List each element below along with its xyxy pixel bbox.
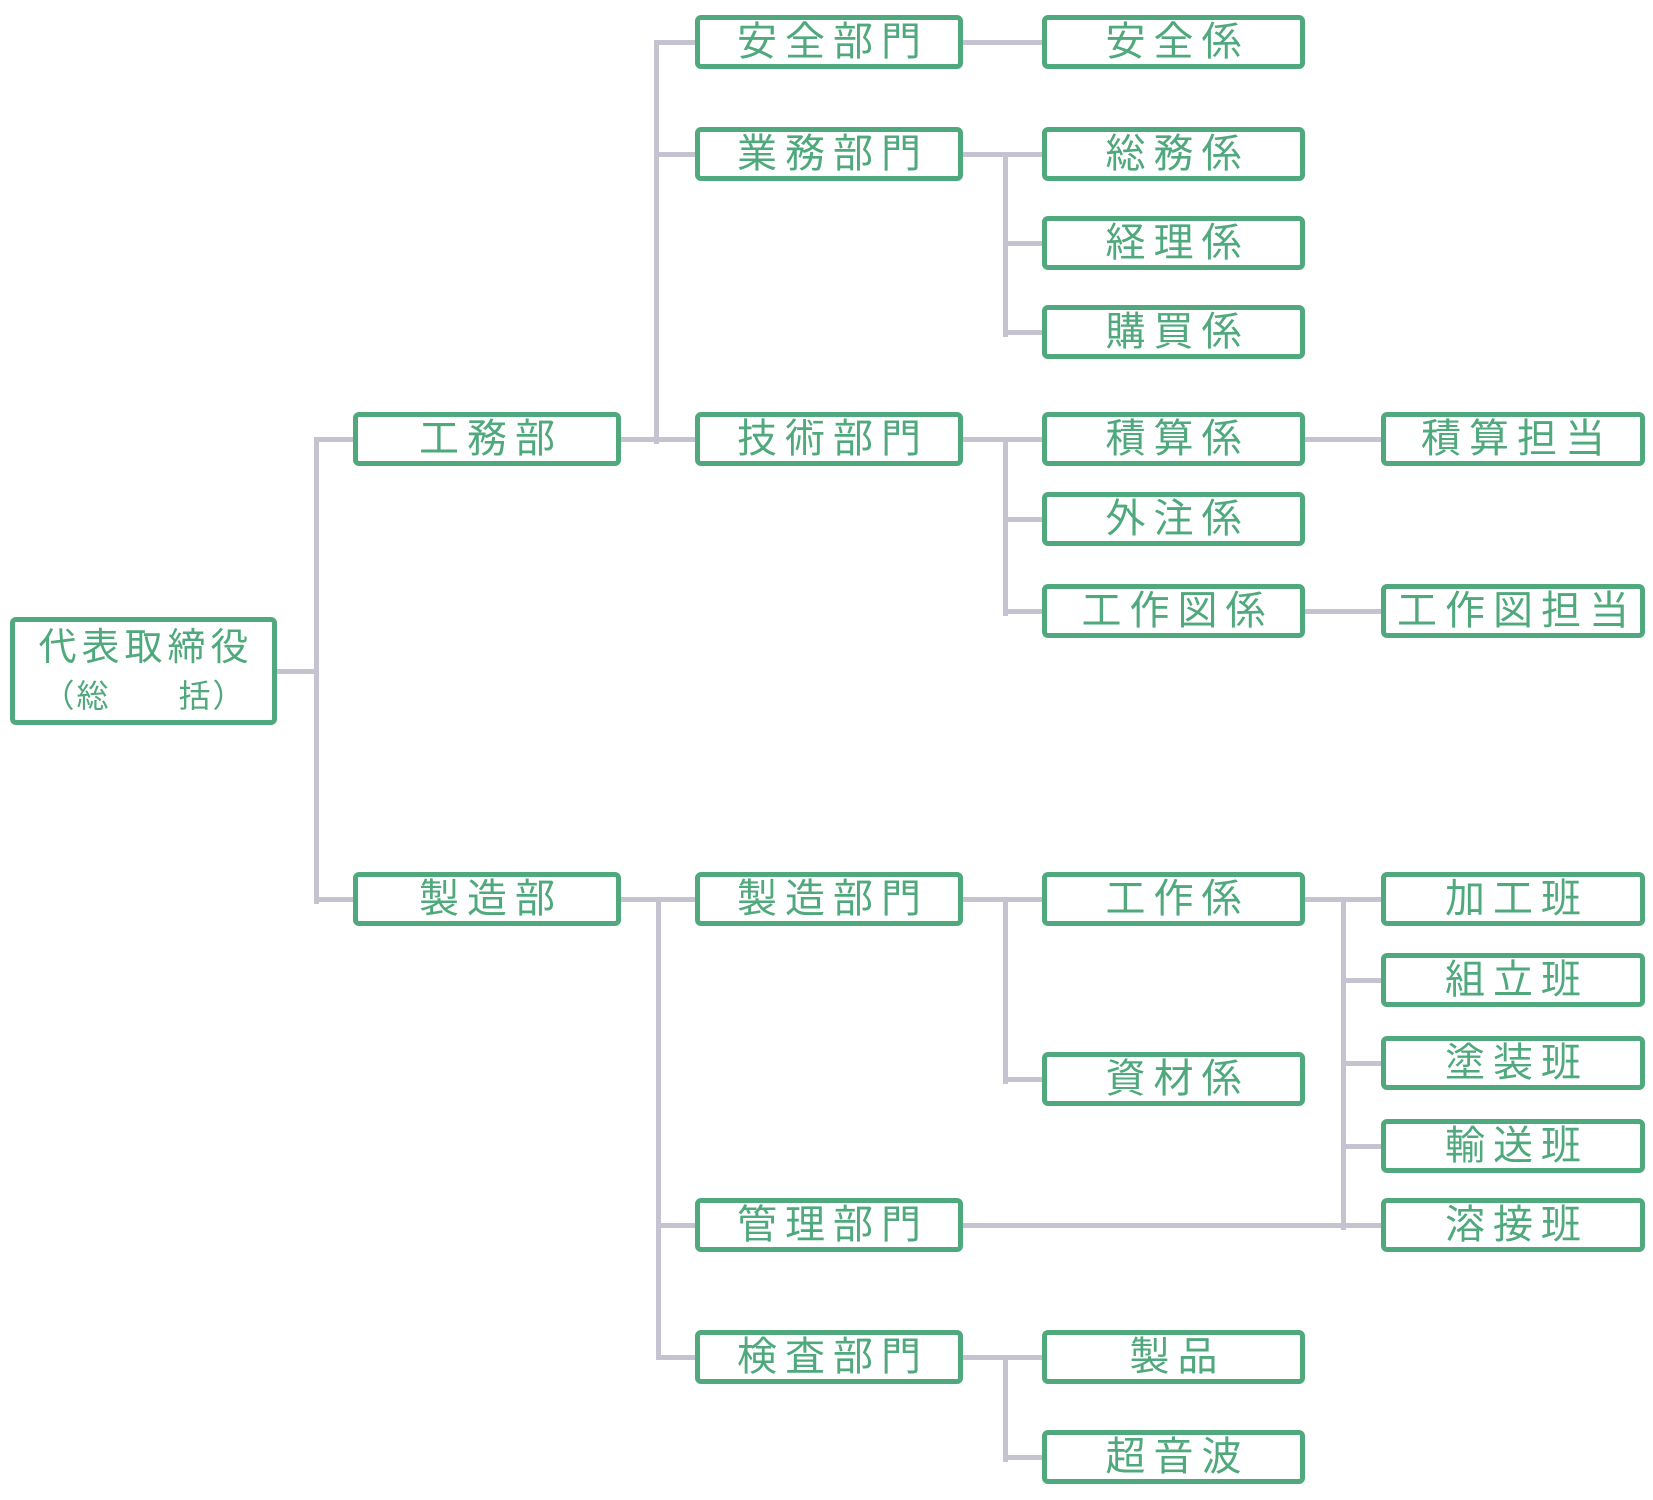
node-kakou-han-label: 加工班 xyxy=(1445,877,1589,921)
connector xyxy=(1341,978,1381,983)
node-chouonpa-label: 超音波 xyxy=(1105,1435,1250,1479)
node-seizoubu-label: 製造部 xyxy=(419,877,563,921)
node-sekisan-gakari: 積算係 xyxy=(1042,412,1305,466)
connector xyxy=(1305,897,1381,902)
node-sekisan-gakari-label: 積算係 xyxy=(1105,417,1250,461)
connector xyxy=(654,40,695,45)
connector xyxy=(277,669,319,674)
node-gijutsu-bumon-label: 技術部門 xyxy=(737,417,929,461)
node-anzen-gakari: 安全係 xyxy=(1042,15,1305,69)
node-koubai-gakari: 購買係 xyxy=(1042,305,1305,359)
connector xyxy=(621,437,695,442)
node-soumu-gakari: 総務係 xyxy=(1042,127,1305,181)
node-seihin: 製品 xyxy=(1042,1330,1305,1384)
node-yusou-han: 輸送班 xyxy=(1381,1119,1645,1173)
connector xyxy=(621,897,695,902)
connector xyxy=(1003,241,1042,246)
connector xyxy=(963,1355,1042,1360)
node-gijutsu-bumon: 技術部門 xyxy=(695,412,963,466)
node-keiri-gakari-label: 経理係 xyxy=(1105,221,1250,265)
node-shizai-gakari: 資材係 xyxy=(1042,1052,1305,1106)
connector-trunk-koumubu xyxy=(654,40,659,444)
node-sekisan-tantou: 積算担当 xyxy=(1381,412,1645,466)
node-yousetsu-han: 溶接班 xyxy=(1381,1198,1645,1252)
node-kumitate-han-label: 組立班 xyxy=(1445,958,1589,1002)
node-gyoumu-bumon: 業務部門 xyxy=(695,127,963,181)
node-kanri-bumon: 管理部門 xyxy=(695,1198,963,1252)
node-koubai-gakari-label: 購買係 xyxy=(1105,310,1250,354)
connector xyxy=(314,437,353,442)
node-kakou-han: 加工班 xyxy=(1381,872,1645,926)
connector-trunk-gijutsu xyxy=(1003,437,1008,616)
node-kousakuzu-tantou: 工作図担当 xyxy=(1381,584,1645,638)
connector xyxy=(654,152,695,157)
connector xyxy=(1003,1455,1042,1460)
connector-kanri-to-yousetsu xyxy=(963,1223,1381,1228)
node-anzen-bumon: 安全部門 xyxy=(695,15,963,69)
node-ceo: 代表取締役 （総 括） xyxy=(10,617,277,725)
node-kousakuzu-gakari-label: 工作図係 xyxy=(1081,589,1274,633)
connector xyxy=(656,1223,695,1228)
node-gaichuu-gakari-label: 外注係 xyxy=(1105,497,1250,541)
connector-trunk-seizou-bumon xyxy=(1003,897,1008,1084)
node-keiri-gakari: 経理係 xyxy=(1042,216,1305,270)
node-kousakuzu-gakari: 工作図係 xyxy=(1042,584,1305,638)
connector xyxy=(656,1355,695,1360)
node-seizou-bumon-label: 製造部門 xyxy=(737,877,929,921)
node-gyoumu-bumon-label: 業務部門 xyxy=(737,132,929,176)
node-shizai-gakari-label: 資材係 xyxy=(1105,1057,1250,1101)
connector xyxy=(1003,609,1042,614)
node-kanri-bumon-label: 管理部門 xyxy=(737,1203,929,1247)
node-yousetsu-han-label: 溶接班 xyxy=(1445,1203,1589,1247)
connector-trunk-seizoubu xyxy=(656,897,661,1360)
connector-trunk-kensa xyxy=(1003,1355,1008,1462)
node-soumu-gakari-label: 総務係 xyxy=(1105,132,1250,176)
connector xyxy=(1003,517,1042,522)
connector xyxy=(963,897,1042,902)
node-kousakuzu-tantou-label: 工作図担当 xyxy=(1397,589,1637,633)
node-kumitate-han: 組立班 xyxy=(1381,953,1645,1007)
connector xyxy=(314,897,353,902)
node-kensa-bumon: 検査部門 xyxy=(695,1330,963,1384)
connector xyxy=(1341,1144,1381,1149)
node-seizou-bumon: 製造部門 xyxy=(695,872,963,926)
node-ceo-sublabel: （総 括） xyxy=(42,678,247,715)
node-sekisan-tantou-label: 積算担当 xyxy=(1421,417,1613,461)
node-chouonpa: 超音波 xyxy=(1042,1430,1305,1484)
connector xyxy=(963,40,1042,45)
node-koumubu-label: 工務部 xyxy=(419,417,563,461)
node-kensa-bumon-label: 検査部門 xyxy=(737,1335,929,1379)
node-gaichuu-gakari: 外注係 xyxy=(1042,492,1305,546)
connector xyxy=(1003,1077,1042,1082)
node-koumubu: 工務部 xyxy=(353,412,621,466)
connector xyxy=(1305,437,1381,442)
node-anzen-gakari-label: 安全係 xyxy=(1105,20,1250,64)
node-seizoubu: 製造部 xyxy=(353,872,621,926)
node-yusou-han-label: 輸送班 xyxy=(1445,1124,1589,1168)
node-tosou-han-label: 塗装班 xyxy=(1445,1041,1589,1085)
connector xyxy=(963,437,1042,442)
node-ceo-label: 代表取締役 xyxy=(38,626,254,669)
node-tosou-han: 塗装班 xyxy=(1381,1036,1645,1090)
node-anzen-bumon-label: 安全部門 xyxy=(737,20,929,64)
node-kousaku-gakari-label: 工作係 xyxy=(1105,877,1250,921)
connector xyxy=(1003,330,1042,335)
connector xyxy=(1305,609,1381,614)
node-kousaku-gakari: 工作係 xyxy=(1042,872,1305,926)
connector xyxy=(963,152,1042,157)
connector xyxy=(1341,1061,1381,1066)
node-seihin-label: 製品 xyxy=(1129,1335,1226,1379)
